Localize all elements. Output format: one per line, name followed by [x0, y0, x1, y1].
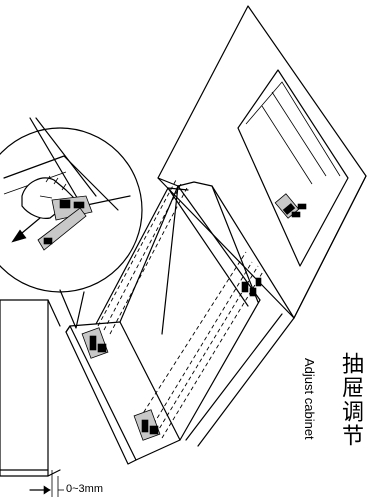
side-panel — [0, 299, 64, 497]
front-locking-devices — [81, 277, 262, 441]
runner-rails — [97, 179, 265, 439]
title-chinese: 抽屉调节 — [338, 352, 363, 448]
gap-dimension-label: 0~3mm — [66, 483, 103, 495]
rear-fitting — [274, 193, 307, 219]
cabinet-carcass — [157, 5, 367, 447]
title-english: Adjust cabinet — [302, 358, 317, 440]
detail-magnifier — [0, 117, 143, 329]
